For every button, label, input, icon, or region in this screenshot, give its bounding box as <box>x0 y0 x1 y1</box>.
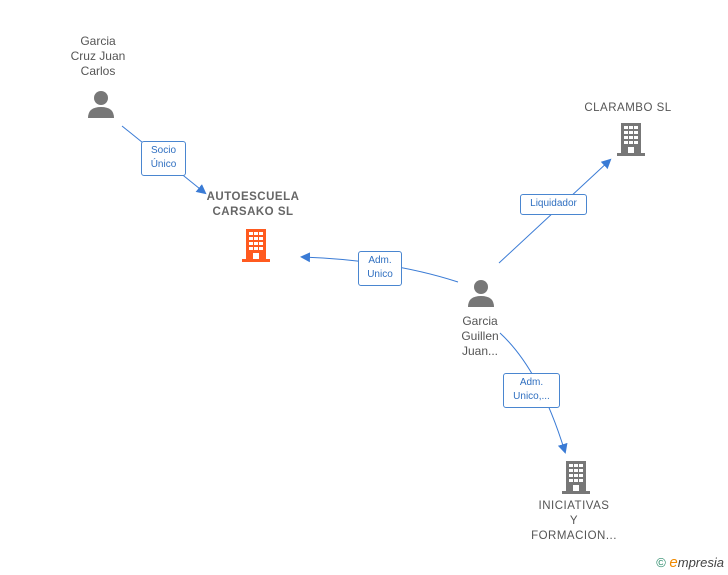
name-line: Garcia <box>80 34 116 48</box>
edge-label-socio-unico[interactable]: Socio Único <box>141 141 186 176</box>
person-icon[interactable] <box>86 89 116 119</box>
edge-label-adm-unico-2[interactable]: Adm. Unico,... <box>503 373 560 408</box>
building-icon[interactable] <box>614 121 648 157</box>
edge-label-adm-unico[interactable]: Adm. Unico <box>358 251 402 286</box>
edge-label-liquidador[interactable]: Liquidador <box>520 194 587 215</box>
name-line: CLARAMBO SL <box>584 102 672 114</box>
name-line: CARSAKO SL <box>212 206 294 218</box>
name-line: Cruz Juan <box>70 49 126 63</box>
edge-label-line: Adm. <box>519 377 544 388</box>
edge-label-line: Único <box>150 159 177 170</box>
name-line: Guillen <box>461 329 499 343</box>
brand-logo: empresia <box>669 554 724 571</box>
empresia-watermark: © empresia <box>656 554 724 571</box>
node-clarambo-label[interactable]: CLARAMBO SL <box>572 101 684 116</box>
node-autoescuela-label[interactable]: AUTOESCUELA CARSAKO SL <box>190 190 316 220</box>
node-garcia-guillen-label[interactable]: Garcia Guillen Juan... <box>438 314 522 359</box>
name-line: FORMACION... <box>531 530 617 542</box>
building-icon[interactable] <box>239 227 273 263</box>
name-line: Y <box>569 515 579 527</box>
name-line: Juan... <box>461 344 499 358</box>
brand-rest: mpresia <box>677 555 724 570</box>
edge-label-line: Adm. <box>368 255 392 266</box>
node-garcia-cruz-label[interactable]: Garcia Cruz Juan Carlos <box>48 34 148 79</box>
name-line: Carlos <box>80 64 116 78</box>
edge-label-line: Socio <box>150 145 176 156</box>
edge-label-line: Liquidador <box>530 198 577 209</box>
building-icon[interactable] <box>559 459 593 495</box>
edge-label-line: Unico <box>367 269 393 280</box>
person-icon[interactable] <box>466 278 496 308</box>
name-line: Garcia <box>462 314 498 328</box>
node-iniciativas-label[interactable]: INICIATIVAS Y FORMACION... <box>518 499 630 544</box>
name-line: AUTOESCUELA <box>206 191 300 203</box>
copyright-symbol: © <box>656 555 666 570</box>
name-line: INICIATIVAS <box>538 500 610 512</box>
brand-initial: e <box>669 554 678 571</box>
edge-label-line: Unico,... <box>513 391 550 402</box>
